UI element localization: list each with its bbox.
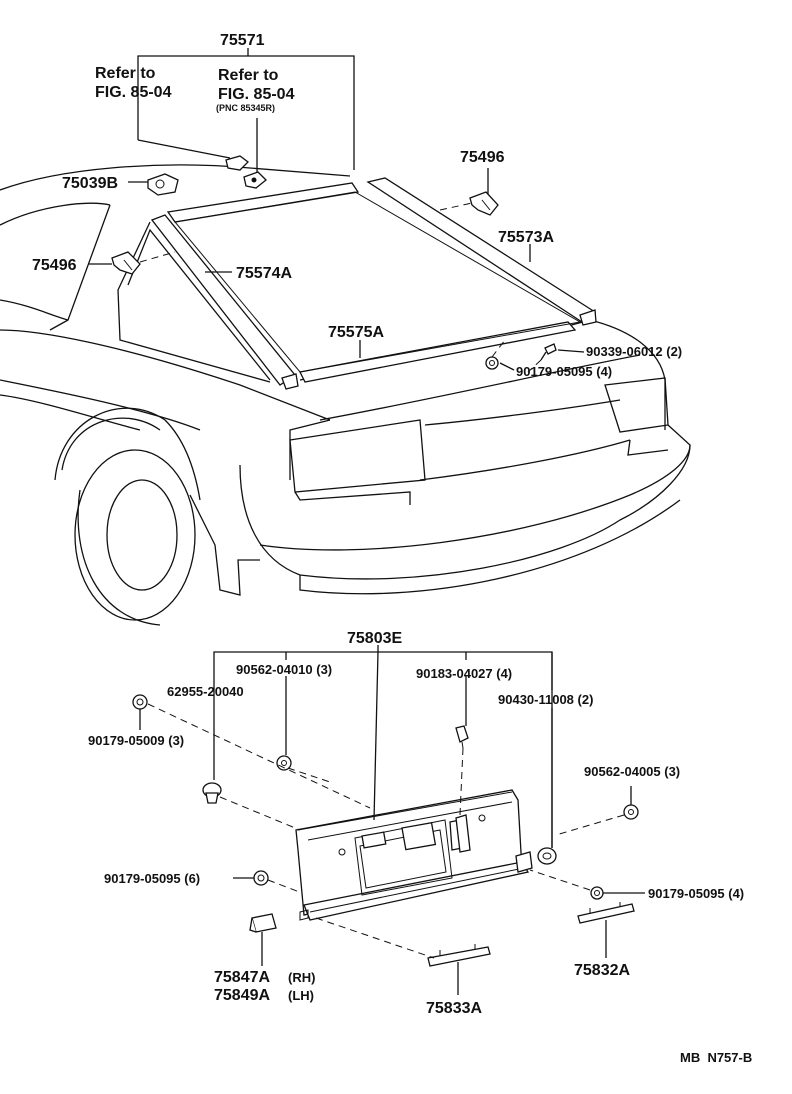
strip-75832a-icon bbox=[577, 902, 635, 924]
screw-90339-icon bbox=[540, 343, 557, 361]
lower-small-parts bbox=[132, 694, 639, 967]
screw-90183-icon bbox=[455, 725, 469, 749]
label-90562-04005: 90562-04005 (3) bbox=[584, 764, 680, 779]
label-75847a: 75847A bbox=[214, 969, 270, 986]
bracket-75496-left-icon bbox=[111, 251, 141, 275]
strip-75833a-icon bbox=[427, 944, 491, 967]
rear-window-mouldings bbox=[150, 177, 597, 386]
label-90179-05095-4: 90179-05095 (4) bbox=[648, 886, 744, 901]
label-refer2-pnc: (PNC 85345R) bbox=[216, 103, 275, 113]
nut-90179-05095-6-icon bbox=[253, 870, 269, 886]
upper-clips bbox=[111, 155, 597, 390]
moulding-left bbox=[150, 214, 296, 386]
clip-refer1-icon bbox=[225, 155, 249, 171]
label-75573a: 75573A bbox=[498, 229, 554, 246]
nut-90179-upper-icon bbox=[485, 356, 499, 370]
moulding-top bbox=[166, 182, 360, 223]
label-75574a: 75574A bbox=[236, 265, 292, 282]
lower-leaders bbox=[139, 645, 645, 995]
label-90183: 90183-04027 (4) bbox=[416, 666, 512, 681]
label-refer2-line2: FIG. 85-04 bbox=[218, 86, 295, 103]
label-refer2-line1: Refer to bbox=[218, 67, 279, 84]
label-75847a-side: (RH) bbox=[288, 970, 315, 985]
diagram-code: MB N757-B bbox=[680, 1050, 752, 1065]
label-75571: 75571 bbox=[220, 32, 265, 49]
label-75832a: 75832A bbox=[574, 962, 630, 979]
label-90430: 90430-11008 (2) bbox=[498, 692, 593, 707]
label-75039b: 75039B bbox=[62, 175, 118, 192]
label-refer1-line1: Refer to bbox=[95, 65, 156, 82]
upper-labels: 75571 Refer to FIG. 85-04 Refer to FIG. … bbox=[32, 32, 682, 379]
label-90562-04010: 90562-04010 (3) bbox=[236, 662, 332, 677]
upper-leaders bbox=[88, 48, 585, 373]
label-75849a: 75849A bbox=[214, 987, 270, 1004]
lower-labels: 75803E 90562-04010 (3) 90183-04027 (4) 6… bbox=[88, 630, 744, 1017]
car-body-outline bbox=[0, 164, 691, 626]
label-75575a: 75575A bbox=[328, 324, 384, 341]
clip-75039b-icon bbox=[147, 173, 179, 196]
nut-90179-05009-icon bbox=[132, 694, 148, 710]
label-75496-left: 75496 bbox=[32, 257, 77, 274]
label-refer1-line2: FIG. 85-04 bbox=[95, 84, 172, 101]
label-90179-05009: 90179-05009 (3) bbox=[88, 733, 184, 748]
label-90339: 90339-06012 (2) bbox=[586, 344, 682, 359]
bracket-75847a-icon bbox=[249, 913, 277, 933]
label-75803e: 75803E bbox=[347, 630, 402, 647]
label-62955: 62955-20040 bbox=[167, 684, 244, 699]
plug-62955-icon bbox=[202, 782, 222, 804]
moulding-bottom bbox=[299, 321, 577, 383]
label-90179-upper: 90179-05095 (4) bbox=[516, 364, 612, 379]
bracket-75496-right-icon bbox=[469, 191, 499, 216]
garnish-panel bbox=[295, 789, 533, 921]
grommet-90430-icon bbox=[537, 847, 557, 865]
nut-90179-05095-4-icon bbox=[590, 886, 604, 900]
label-75849a-side: (LH) bbox=[288, 988, 314, 1003]
clip-refer2-icon bbox=[243, 171, 267, 189]
label-75833a: 75833A bbox=[426, 1000, 482, 1017]
label-90179-05095-6: 90179-05095 (6) bbox=[104, 871, 200, 886]
nut-90562-04005-icon bbox=[623, 804, 639, 820]
label-75496-right: 75496 bbox=[460, 149, 505, 166]
